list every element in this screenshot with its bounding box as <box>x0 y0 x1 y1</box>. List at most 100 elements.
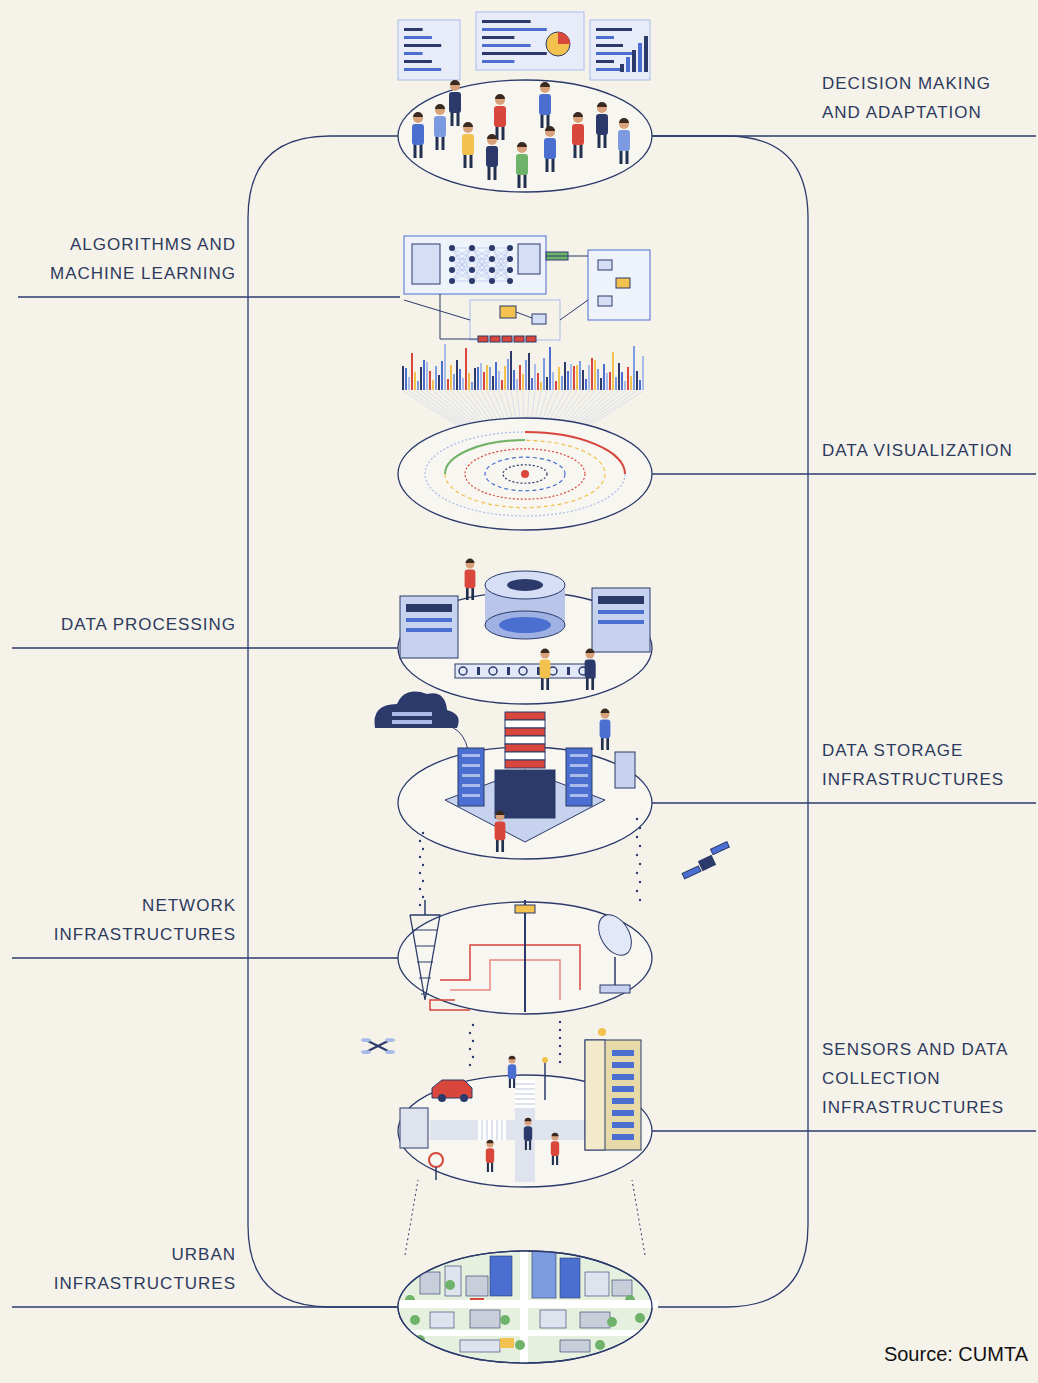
data-bar <box>582 370 584 390</box>
illustration-part <box>541 649 550 654</box>
illustration-part <box>507 667 510 675</box>
illustration-part <box>546 158 549 172</box>
illustration-part <box>514 336 524 342</box>
data-bar <box>531 378 533 390</box>
illustration-part <box>598 620 644 624</box>
illustration-part <box>544 1060 546 1100</box>
data-bar <box>618 363 620 390</box>
illustration-part <box>546 256 588 257</box>
person-figure <box>495 821 506 840</box>
leader-line <box>12 647 398 648</box>
illustration-part <box>570 764 588 767</box>
illustration-part <box>507 245 513 251</box>
data-bar <box>621 372 623 390</box>
illustration-part <box>639 881 641 883</box>
illustration-part <box>430 1312 454 1328</box>
illustration-part <box>398 1300 658 1308</box>
data-bar <box>483 372 485 390</box>
illustration-part <box>515 1082 535 1182</box>
illustration-part <box>489 667 497 675</box>
illustration-part <box>507 278 513 284</box>
data-bar <box>576 365 578 390</box>
person-head <box>466 560 475 569</box>
illustration-part <box>442 136 445 150</box>
illustration-part <box>612 1110 634 1116</box>
illustration-part <box>585 1272 609 1296</box>
illustration-part <box>469 1048 471 1050</box>
tree <box>635 1313 645 1323</box>
illustration-part <box>598 596 644 604</box>
illustration-part <box>452 248 472 281</box>
illustration-part <box>471 587 474 600</box>
illustration-part <box>499 617 551 633</box>
leader-line <box>652 135 1036 136</box>
storage-stack <box>505 744 545 752</box>
illustration-part <box>460 1094 468 1102</box>
illustration-part <box>639 845 641 847</box>
illustration-part <box>422 896 424 898</box>
storage-stack <box>505 752 545 760</box>
illustration-part <box>559 1045 561 1047</box>
illustration-part <box>436 136 439 150</box>
illustration-part <box>489 267 495 273</box>
person-head <box>540 83 550 93</box>
illustration-part <box>586 649 595 654</box>
illustration-part <box>541 677 544 690</box>
data-bar <box>462 378 464 390</box>
data-bar <box>564 362 566 390</box>
illustration-part <box>604 134 607 148</box>
illustration-part <box>636 872 638 874</box>
illustration-part <box>452 248 472 281</box>
illustration-part <box>580 1312 610 1328</box>
data-bar <box>492 376 494 390</box>
illustration-part <box>612 1086 634 1092</box>
illustration-part <box>570 754 588 757</box>
illustration-part <box>459 667 467 675</box>
illustration-part <box>413 930 437 931</box>
illustration-part <box>537 667 540 675</box>
illustration-part <box>478 1120 481 1140</box>
tree <box>515 1340 525 1350</box>
data-bar <box>477 367 479 390</box>
satellite <box>699 856 716 871</box>
person-figure <box>544 138 556 159</box>
data-bar <box>495 362 497 390</box>
tree <box>445 1280 455 1290</box>
illustration-part <box>542 1057 548 1063</box>
illustration-part <box>469 278 475 284</box>
illustration-part <box>525 1140 527 1150</box>
illustration-part <box>445 440 525 474</box>
illustration-part <box>529 1140 531 1150</box>
data-bar <box>534 364 536 390</box>
illustration-part <box>612 1280 632 1296</box>
illustration-part <box>469 1064 471 1066</box>
illustration-part <box>460 1340 500 1352</box>
data-bar <box>561 376 563 390</box>
illustration-part <box>469 1032 471 1034</box>
storage-tower <box>566 748 592 806</box>
illustration-part <box>616 278 630 288</box>
person-head <box>509 1057 516 1064</box>
illustration-part <box>515 1080 535 1083</box>
illustration-part <box>525 432 625 474</box>
illustration-part <box>469 256 475 262</box>
illustration-part <box>361 1050 371 1054</box>
illustration-part <box>573 112 583 117</box>
illustration-part <box>493 1120 496 1140</box>
leader-line <box>652 473 1036 474</box>
illustration-part <box>515 1095 535 1098</box>
storage-stack <box>505 728 545 736</box>
layer-label: URBAN INFRASTRUCTURES <box>18 1240 236 1298</box>
illustration-part <box>570 774 588 777</box>
illustration-part <box>435 104 445 109</box>
illustration-part <box>636 890 638 892</box>
data-bar <box>411 353 413 390</box>
illustration-part <box>639 899 641 901</box>
data-bar <box>441 361 443 390</box>
illustration-part <box>392 712 432 716</box>
data-bar <box>480 363 482 390</box>
illustration-part <box>462 794 480 797</box>
illustration-part <box>559 1021 561 1023</box>
illustration-part <box>492 248 510 281</box>
person-figure <box>540 659 551 678</box>
